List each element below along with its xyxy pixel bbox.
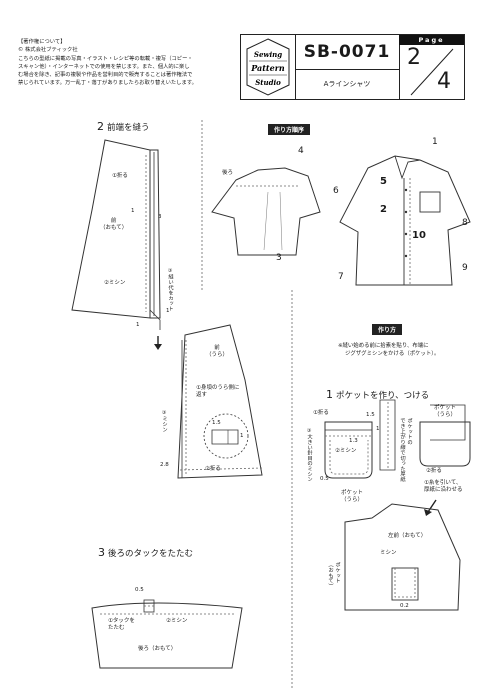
step-8: 8: [462, 218, 468, 228]
pocket-stitch2-label: ②ミシン: [335, 448, 357, 454]
studio-logo: Sewing Pattern Studio: [241, 35, 296, 99]
page-current: 2: [407, 45, 421, 70]
logo-line-3: Studio: [255, 78, 281, 87]
n1c-label: 1: [136, 322, 140, 328]
pocket-stitch-label: ミシン: [380, 550, 397, 556]
pocket-back-label: ポケット （うら）: [341, 490, 364, 503]
cut-label: ③縫い代をカット: [167, 268, 173, 312]
pattern-code: SB-0071: [295, 35, 400, 70]
notice-company: © 株式会社ブティック社: [18, 47, 78, 54]
pattern-header: Sewing Pattern Studio SB-0071 Aラインシャツ Pa…: [240, 34, 465, 100]
howto-note-2: ジグザグミシンをかける（ポケット）。: [345, 351, 440, 357]
section-3-num: 3: [98, 546, 105, 559]
cardboard-note: ポケットの でき上がり線で切った厚紙: [399, 418, 412, 482]
pocket-n02-label: 0.2: [400, 603, 409, 609]
notice-line-3: む場合を除き、記事の複製や作品を営利目的で販売することは著作権法で: [18, 72, 193, 79]
front-back-label: 前 （うら）: [206, 345, 229, 358]
step-2: 2: [380, 204, 387, 215]
page-label: Page: [399, 35, 464, 45]
section-1-text: ポケットを作り、つける: [336, 391, 430, 401]
n15-label: 1.5: [212, 420, 221, 426]
pocket-back2-label: ポケット （うら）: [434, 405, 457, 418]
section-3-text: 後ろのタックをたたむ: [108, 549, 194, 559]
n1a-label: 1: [131, 208, 135, 214]
item-name: Aラインシャツ: [295, 69, 400, 99]
pocket-n05-label: 0.5: [320, 476, 329, 482]
step-9: 9: [462, 263, 468, 273]
notice-title: 【著作権について】: [18, 39, 66, 45]
front-label: 前 （おもて）: [100, 218, 128, 231]
notice-line-2: スキャン他）・インターネットでの使用を禁じます。また、個人的に楽し: [18, 63, 190, 70]
back-label: 後ろ: [222, 170, 234, 176]
notice-line-4: 禁じられています。万一乱丁・落丁がありましたらお取り替えいたします。: [18, 80, 197, 87]
pocket-n13-label: 1.3: [349, 438, 358, 444]
step-10: 10: [412, 230, 426, 241]
pocket-n15-label: 1.5: [366, 412, 375, 418]
pocket-n1-label: 1: [376, 426, 380, 432]
howto-note-1: ※縫い始める前に拾素を貼り、布端に: [338, 343, 429, 349]
fold-label: ①折る: [112, 173, 128, 179]
tuck-n05-label: 0.5: [135, 587, 144, 593]
section-2-text: 前端を縫う: [107, 123, 150, 133]
n1b-label: 1: [166, 308, 170, 314]
hem-note-label: ①身頃のうら側に 返す: [196, 385, 240, 398]
step-5: 5: [380, 176, 387, 187]
n3-label: 3: [158, 214, 162, 220]
logo-badge-icon: Sewing Pattern Studio: [246, 38, 290, 96]
howto-tag: 作り方: [372, 324, 403, 335]
step-7: 7: [338, 272, 344, 282]
tuck-stitch-label: ②ミシン: [166, 618, 188, 624]
n1-label: 1: [240, 433, 244, 439]
pocket-front-label: ポケット （おもて）: [327, 562, 340, 589]
step-4: 4: [298, 146, 304, 156]
section-2-num: 2: [97, 120, 104, 133]
fold2-label: ②折る: [205, 466, 221, 472]
stitch3-label: ③ミシン: [161, 410, 167, 432]
stitch-label: ②ミシン: [104, 280, 126, 286]
section-1-num: 1: [326, 388, 333, 401]
page-total: 4: [437, 69, 451, 94]
pocket-fold2-label: ②折る: [426, 468, 442, 474]
page-indicator: Page 2 4: [399, 35, 464, 99]
logo-line-2: Pattern: [250, 63, 285, 73]
big-stitch-label: ③大きい針目のミシン: [306, 428, 312, 482]
n28-label: 2.8: [160, 462, 169, 468]
fold-tuck-label: ①タックを たたむ: [108, 618, 135, 631]
pocket-fold1-label: ①折る: [313, 410, 329, 416]
step-6: 6: [333, 186, 339, 196]
logo-line-1: Sewing: [254, 50, 282, 59]
copyright-notice: 【著作権について】 © 株式会社ブティック社 こちらの型紙に掲載の写真・イラスト…: [18, 38, 240, 88]
back-outside-label: 後ろ（おもて）: [138, 646, 177, 652]
order-tag: 作り方順序: [268, 124, 311, 135]
notice-line-1: こちらの型紙に掲載の写真・イラスト・レシピ等の転載・複写（コピー・: [18, 55, 193, 62]
step-1: 1: [432, 137, 438, 147]
pull-thread-note: ①糸を引いて、 厚紙に沿わせる: [424, 480, 463, 493]
howto-note: ※縫い始める前に拾素を貼り、布端に ジグザグミシンをかける（ポケット）。: [338, 342, 439, 358]
page-slash-icon: [410, 48, 454, 96]
left-front-label: 左前（おもて）: [388, 533, 427, 539]
step-3: 3: [276, 253, 282, 263]
